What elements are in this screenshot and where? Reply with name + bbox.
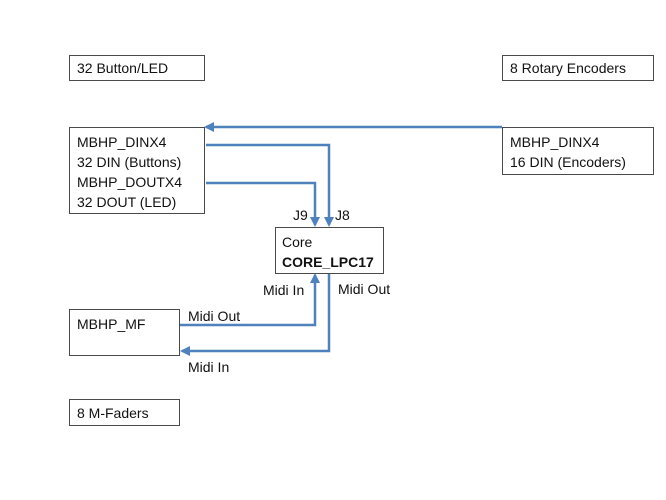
block-dinx4-doutx4: MBHP_DINX4 32 DIN (Buttons) MBHP_DOUTX4 …	[69, 127, 205, 214]
dinx4-enc-line-2: 16 DIN (Encoders)	[510, 154, 626, 170]
dinx4-main-line-2: 32 DIN (Buttons)	[77, 154, 182, 170]
wire-core-midi-out-to-mf-midi-in	[180, 274, 331, 356]
label-core-midi-out: Midi Out	[338, 281, 391, 297]
block-rotary-encoders-label: 8 Rotary Encoders	[510, 60, 626, 76]
wire-dout-to-core-j9	[206, 181, 320, 227]
dinx4-main-line-1: MBHP_DINX4	[77, 134, 167, 150]
block-core: Core CORE_LPC17	[275, 227, 384, 274]
core-line-2: CORE_LPC17	[282, 254, 374, 270]
block-mbhp-mf-label: MBHP_MF	[77, 316, 146, 332]
label-mf-midi-out: Midi Out	[188, 308, 241, 324]
label-j9: J9	[293, 207, 308, 223]
dinx4-enc-line-1: MBHP_DINX4	[510, 134, 600, 150]
block-button-led: 32 Button/LED	[69, 55, 205, 81]
label-core-midi-in: Midi In	[263, 282, 305, 298]
label-mf-midi-in: Midi In	[188, 359, 230, 375]
block-m-faders: 8 M-Faders	[69, 399, 180, 426]
block-mbhp-mf: MBHP_MF	[69, 309, 180, 356]
label-j8: J8	[335, 207, 350, 223]
core-line-1: Core	[282, 234, 313, 250]
block-rotary-encoders: 8 Rotary Encoders	[502, 55, 654, 81]
block-m-faders-label: 8 M-Faders	[77, 405, 149, 421]
wire-mf-midi-out-to-core-midi-in	[180, 273, 320, 327]
block-button-led-label: 32 Button/LED	[77, 60, 169, 76]
dinx4-main-line-4: 32 DOUT (LED)	[77, 194, 177, 210]
block-dinx4-encoders: MBHP_DINX4 16 DIN (Encoders)	[502, 127, 654, 175]
wire-din-to-core-j8	[206, 143, 334, 227]
dinx4-main-line-3: MBHP_DOUTX4	[77, 174, 183, 190]
